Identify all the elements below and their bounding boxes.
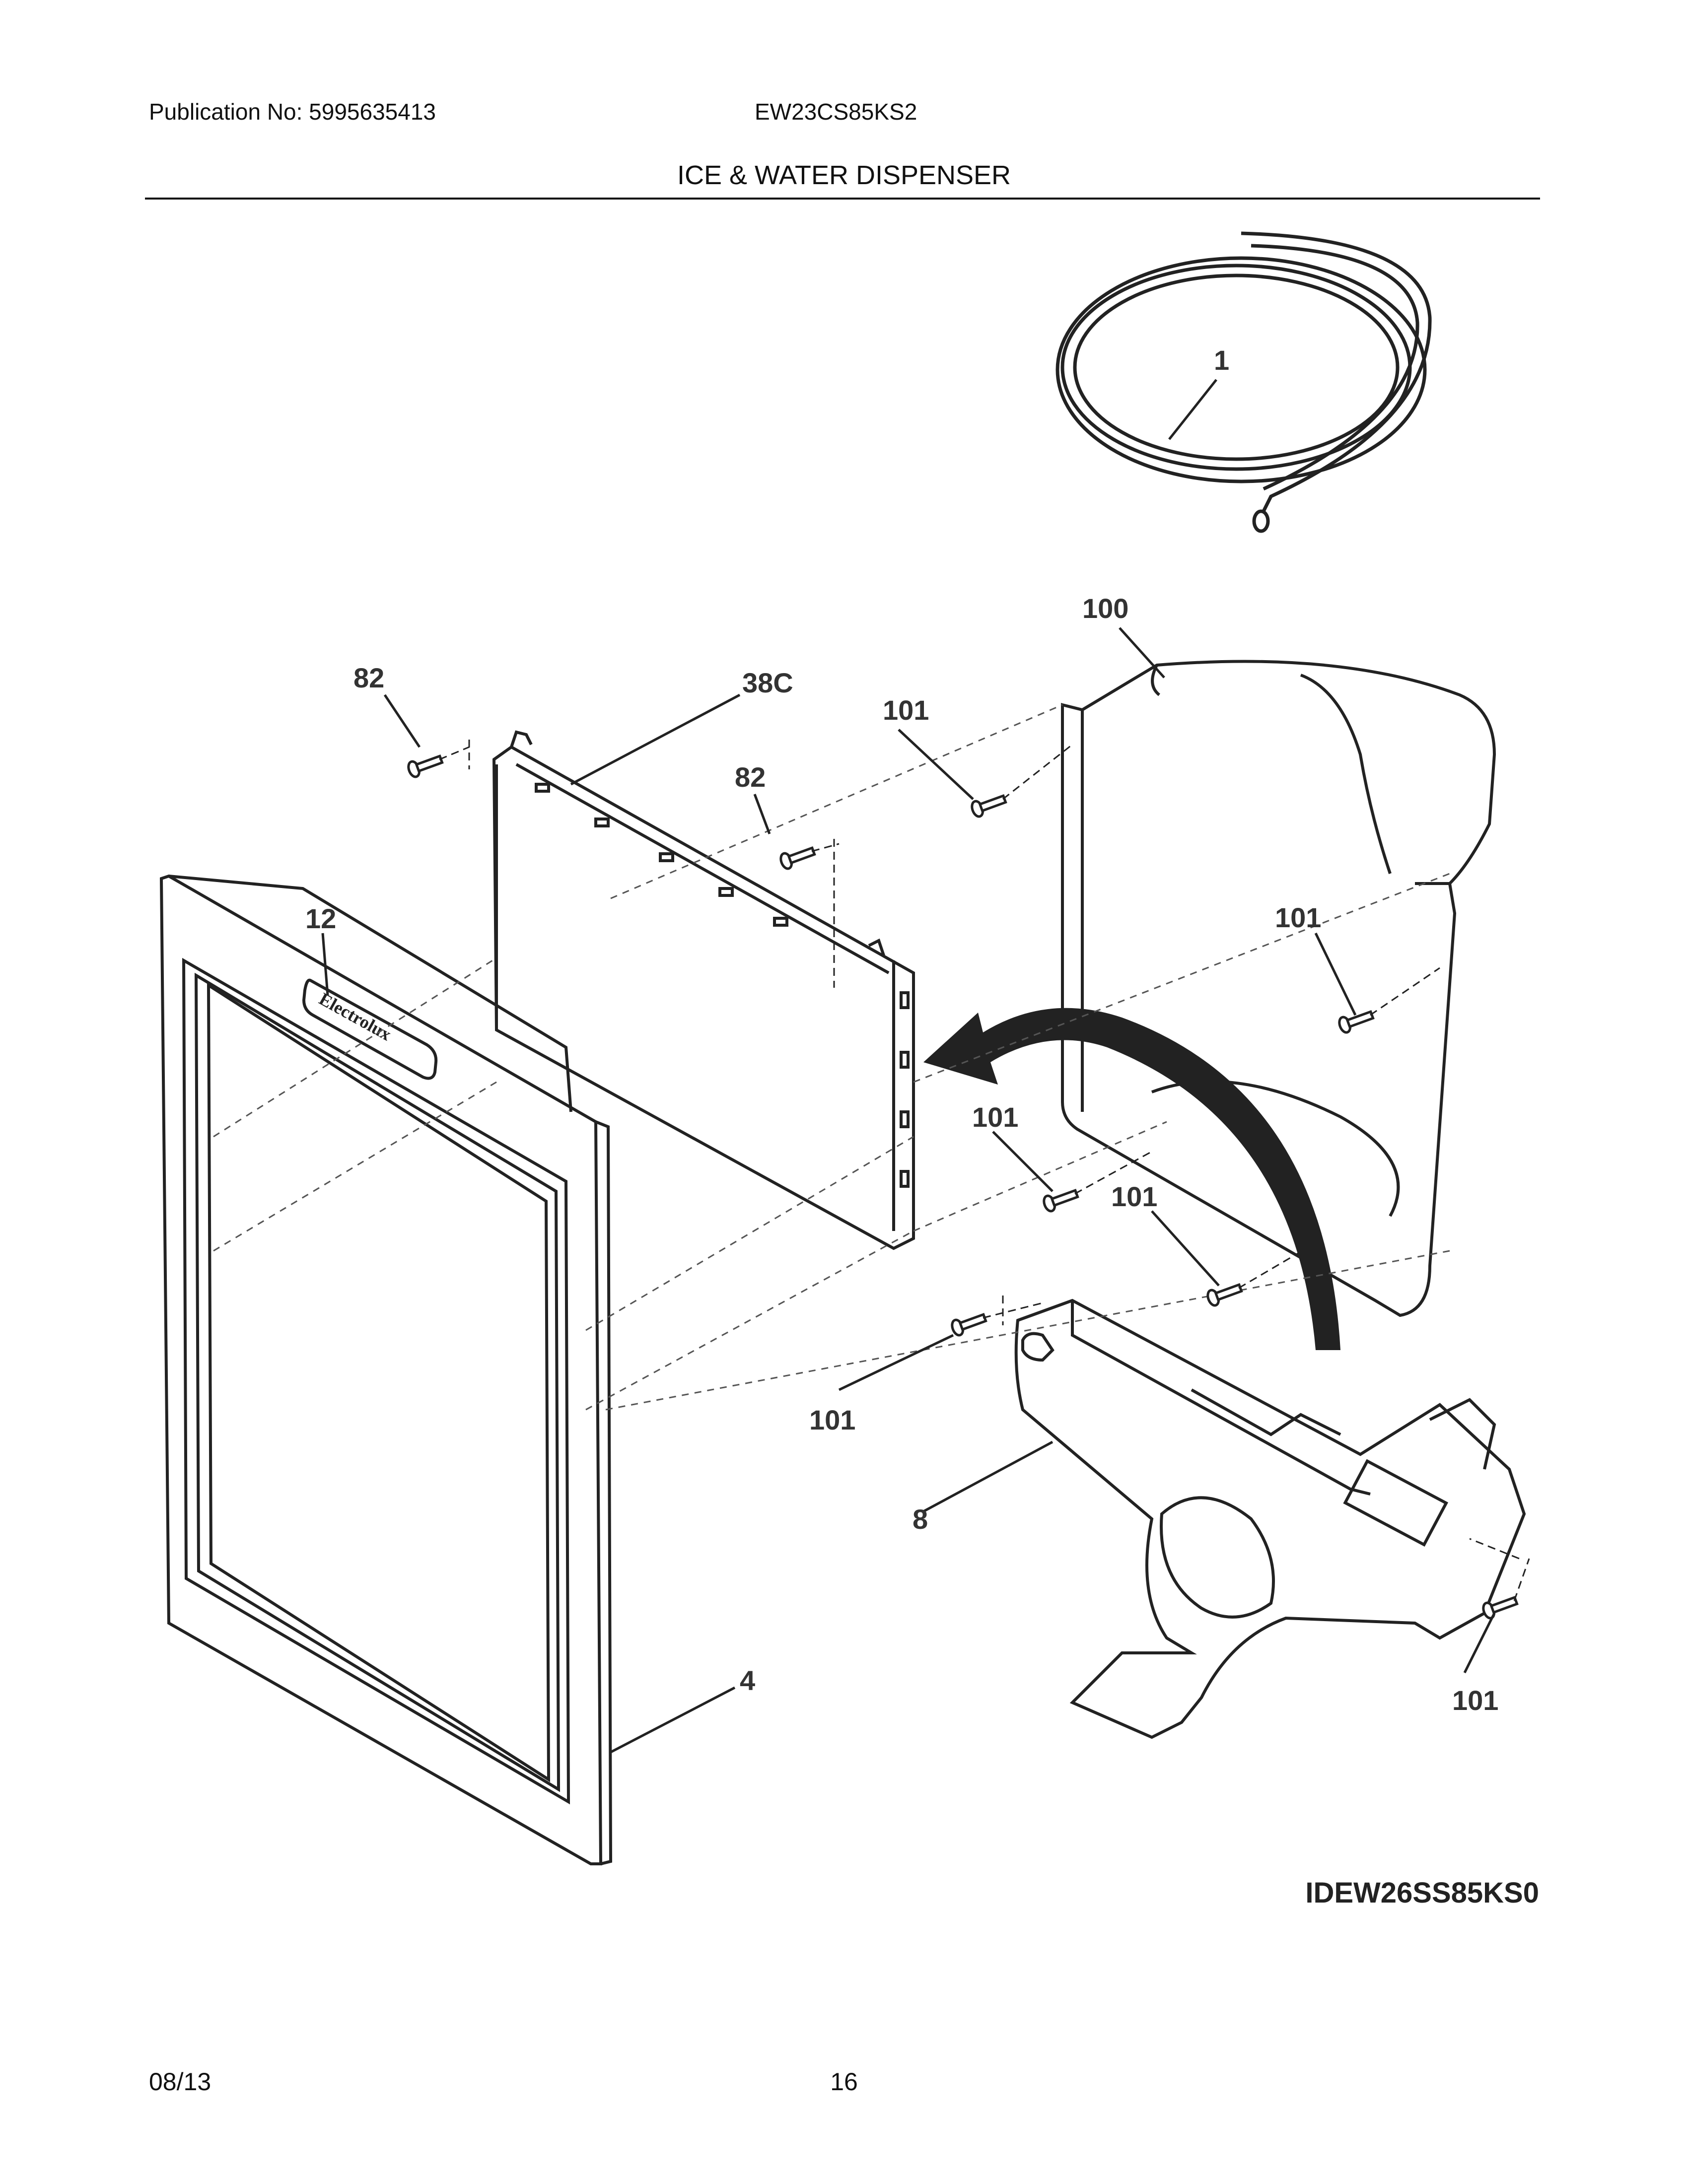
callout-101-upper: 101 <box>883 694 929 726</box>
callout-82-left: 82 <box>353 662 384 693</box>
diagram-id: IDEW26SS85KS0 <box>1305 1877 1539 1909</box>
screw-101-lower <box>1206 1283 1243 1307</box>
publication-number: Publication No: 5995635413 <box>149 99 436 125</box>
screw-101-upper <box>971 794 1007 818</box>
assembly-direction-arrow <box>923 1008 1340 1350</box>
callout-100: 100 <box>1082 593 1128 624</box>
dispenser-frame <box>159 874 613 1865</box>
screw-82-left <box>407 754 444 778</box>
screw-82-right <box>779 846 816 870</box>
screw-101-mid <box>1043 1188 1079 1213</box>
callout-101-mid: 101 <box>972 1101 1018 1133</box>
leader-lines <box>321 379 1496 1754</box>
callout-101-bottom-right: 101 <box>1452 1685 1498 1716</box>
screw-101-right <box>1338 1010 1375 1034</box>
alignment-lines <box>213 704 1450 1411</box>
water-tube-coil <box>1055 231 1432 533</box>
callout-101-bottom-left: 101 <box>809 1404 855 1435</box>
callout-82-right: 82 <box>735 761 766 793</box>
header-rule <box>145 198 1540 200</box>
screw-101-bottom-left <box>951 1312 987 1337</box>
callout-8: 8 <box>913 1503 928 1535</box>
model-number: EW23CS85KS2 <box>755 99 917 125</box>
page-title: ICE & WATER DISPENSER <box>677 160 1011 190</box>
page-number: 16 <box>830 2068 858 2096</box>
callout-1: 1 <box>1214 344 1229 376</box>
callout-4: 4 <box>740 1665 755 1696</box>
control-housing <box>492 730 915 1250</box>
dispenser-actuator <box>1014 1298 1526 1739</box>
callout-38c: 38C <box>742 667 793 698</box>
callout-101-right: 101 <box>1275 902 1321 933</box>
dispenser-housing <box>1061 660 1496 1317</box>
footer-date: 08/13 <box>149 2068 211 2096</box>
frame-logo: Electrolux <box>316 989 395 1044</box>
screw-101-bottom-right <box>1482 1595 1519 1620</box>
callout-101-lower: 101 <box>1111 1181 1157 1212</box>
screw-axis-lines <box>439 740 1530 1601</box>
callout-12: 12 <box>305 903 336 934</box>
